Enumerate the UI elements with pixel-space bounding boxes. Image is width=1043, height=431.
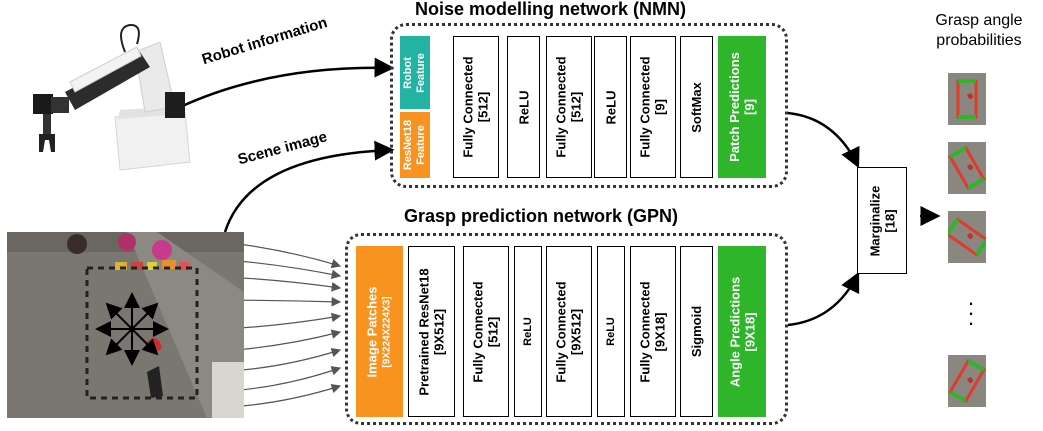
nmn-fc3-label: Fully Connected	[638, 56, 653, 158]
marginalize-label: Marginalize	[867, 185, 883, 256]
nmn-fc3-size: [9]	[653, 99, 668, 115]
nmn-relu2-block: ReLU	[594, 36, 627, 178]
patch-predictions-label: Patch Predictions	[727, 52, 742, 162]
nmn-fc2-size: [512]	[569, 91, 584, 123]
nmn-relu1-block: ReLU	[507, 36, 540, 178]
gpn-container	[345, 233, 788, 425]
gpn-fc2-block: Fully Connected[9X512]	[546, 246, 592, 417]
gpn-sigmoid-block: Sigmoid	[680, 246, 713, 417]
gpn-relu2-label: ReLU	[604, 317, 617, 346]
grasp-angle-title-line1: Grasp angle	[935, 12, 1023, 29]
angle-predictions-size: [9X18]	[742, 311, 757, 352]
nmn-fc3-block: Fully Connected[9]	[630, 36, 676, 178]
nmn-fc1-block: Fully Connected[512]	[453, 36, 499, 178]
image-patches-block: Image Patches[9X224X224X3]	[356, 246, 403, 417]
ellipsis-dots: ···	[967, 290, 975, 335]
nmn-fc2-block: Fully Connected[512]	[546, 36, 592, 178]
gpn-fc2-size: [9X512]	[569, 308, 584, 355]
resnet-feature-block: ResNet18 Feature	[400, 112, 430, 178]
nmn-fc1-label: Fully Connected	[461, 56, 476, 158]
scene-photo-drawing	[7, 232, 244, 418]
resnet18-size: [9X512]	[431, 308, 447, 355]
robot-feature-block: Robot Feature	[400, 36, 430, 109]
gpn-fc1-label: Fully Connected	[471, 280, 486, 383]
grasp-thumbnail-2	[948, 142, 986, 194]
gpn-fc1-block: Fully Connected[512]	[463, 246, 509, 417]
scene-image-arrow	[223, 140, 395, 233]
nmn-softmax-label: SoftMax	[689, 81, 704, 133]
gpn-fc1-size: [512]	[486, 316, 501, 347]
nmn-fc2-label: Fully Connected	[554, 56, 569, 158]
gpn-fc2-label: Fully Connected	[554, 280, 569, 383]
robot-info-arrow	[177, 57, 395, 110]
resnet-feature-label: ResNet18 Feature	[402, 119, 427, 171]
gpn-relu1-label: ReLU	[521, 317, 534, 346]
robot-arm-image	[33, 23, 191, 171]
nmn-to-marginalize-arrow	[787, 111, 860, 169]
scene-photo	[7, 232, 244, 418]
grasp-thumbnail-2-drawing	[948, 142, 986, 194]
grasp-thumbnail-1	[948, 73, 986, 125]
robot-feature-label: Robot Feature	[402, 52, 427, 93]
gpn-fc3-block: Fully Connected[9X18]	[630, 246, 676, 417]
gpn-relu2-block: ReLU	[597, 246, 625, 417]
gpn-relu1-block: ReLU	[514, 246, 542, 417]
nmn-relu2-label: ReLU	[603, 90, 619, 124]
grasp-thumbnail-3	[948, 211, 986, 263]
resnet18-block: Pretrained ResNet18[9X512]	[408, 246, 455, 417]
gpn-fc3-size: [9X18]	[653, 311, 668, 352]
marginalize-size: [18]	[882, 208, 898, 233]
marginalize-block: Marginalize[18]	[857, 167, 907, 274]
grasp-thumbnail-1-drawing	[948, 73, 986, 125]
gpn-title: Grasp prediction network (GPN)	[404, 206, 679, 226]
nmn-softmax-block: SoftMax	[680, 36, 713, 178]
nmn-container	[390, 23, 788, 188]
patch-predictions-block: Patch Predictions[9]	[718, 36, 766, 178]
nmn-title: Noise modelling network (NMN)	[415, 0, 687, 19]
angle-predictions-block: Angle Predictions[9X18]	[718, 246, 766, 417]
grasp-thumbnail-4-drawing	[948, 355, 986, 407]
grasp-thumbnail-4	[948, 355, 986, 407]
grasp-angle-title-line2: probabilities	[936, 32, 1022, 49]
image-patches-size: [9X224X224X3]	[381, 295, 393, 368]
angle-predictions-label: Angle Predictions	[727, 276, 742, 387]
nmn-relu1-label: ReLU	[516, 90, 532, 124]
patch-predictions-size: [9]	[742, 99, 757, 115]
gpn-fc3-label: Fully Connected	[638, 280, 653, 383]
grasp-angle-title: Grasp angle probabilities	[915, 11, 1043, 51]
grasp-thumbnail-3-drawing	[948, 211, 986, 263]
image-patches-label: Image Patches	[364, 285, 380, 378]
gpn-to-marginalize-arrow	[787, 271, 860, 327]
gpn-sigmoid-label: Sigmoid	[689, 305, 704, 358]
resnet18-label: Pretrained ResNet18	[416, 267, 432, 396]
nmn-fc1-size: [512]	[476, 91, 491, 123]
